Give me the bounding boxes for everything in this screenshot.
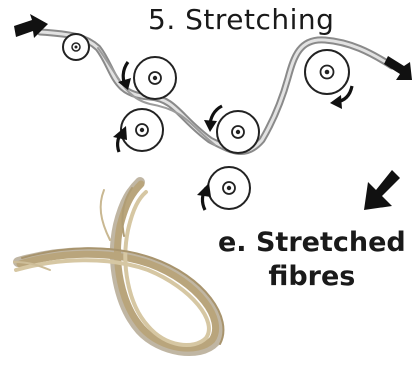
fibre-sliver xyxy=(40,32,392,152)
output-label: e. Stretched fibres xyxy=(218,226,406,294)
curved-rotation-arrow-icon xyxy=(197,183,211,210)
output-label-line-1: e. Stretched xyxy=(218,226,406,260)
roller-icon xyxy=(305,50,349,94)
arrow-down-left-icon xyxy=(364,170,400,210)
arrow-right-icon xyxy=(384,56,412,80)
step-title: 5. Stretching xyxy=(148,6,334,34)
roller-icon xyxy=(208,167,250,209)
roller-icon xyxy=(63,34,89,60)
curved-rotation-arrow-icon xyxy=(113,126,127,152)
roller-icon xyxy=(121,109,163,151)
fibre-bundle xyxy=(14,182,223,351)
roller-icon xyxy=(217,111,259,153)
output-label-line-2: fibres xyxy=(218,260,406,294)
roller-icon xyxy=(134,57,176,99)
